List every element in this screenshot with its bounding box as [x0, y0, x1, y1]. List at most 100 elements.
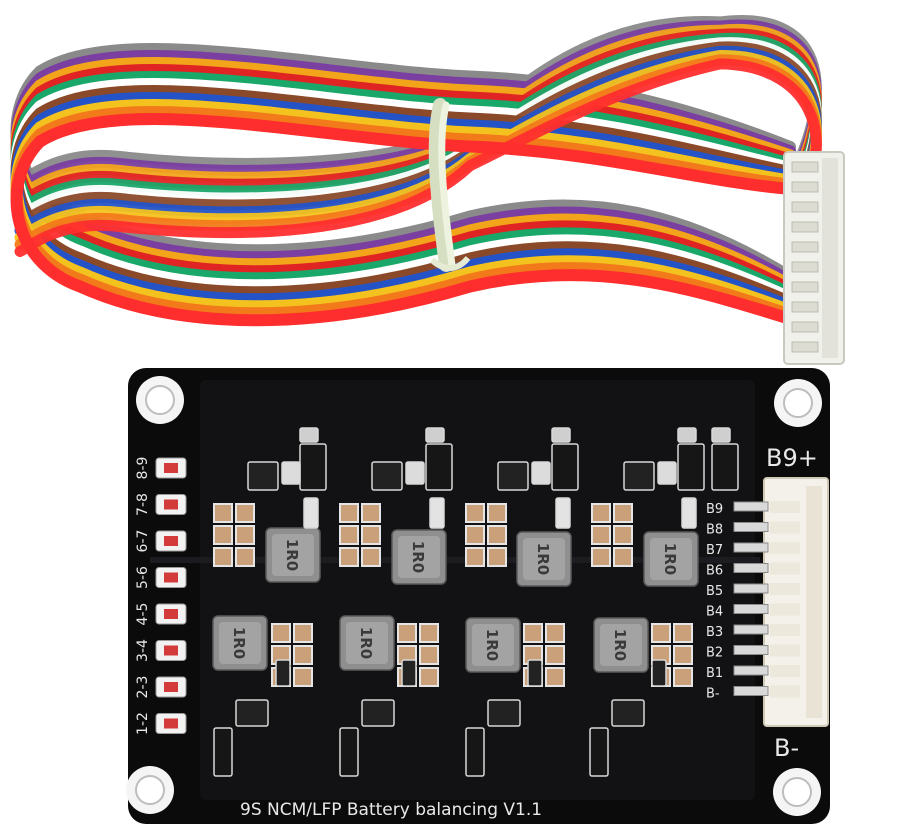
smd-capacitor	[419, 623, 439, 643]
connector-pin	[733, 501, 769, 512]
connector-slot	[770, 521, 800, 534]
smd-component	[281, 461, 301, 485]
connector-slot	[791, 321, 819, 333]
connector-slot	[770, 665, 800, 677]
smd-capacitor	[591, 547, 611, 567]
smd-capacitor	[523, 623, 543, 643]
board-bottom-label: B-	[774, 734, 799, 762]
connector-slot	[791, 261, 819, 273]
smd-capacitor	[487, 503, 507, 523]
pin-label: B5	[706, 584, 723, 599]
smd-capacitor	[271, 623, 291, 643]
smd-capacitor	[487, 525, 507, 545]
connector-slot	[770, 685, 800, 698]
smd-component	[425, 427, 445, 443]
smd-capacitor	[213, 547, 233, 567]
inductor-marking: 1R0	[534, 543, 552, 575]
smd-capacitor	[591, 503, 611, 523]
inductor-marking: 1R0	[661, 543, 679, 575]
smd-capacitor	[465, 547, 485, 567]
connector-slot	[791, 201, 819, 213]
pin-label: B7	[706, 543, 723, 558]
connector-slot	[791, 281, 819, 293]
pin-label: B1	[706, 666, 723, 681]
smd-component	[623, 461, 655, 491]
smd-component	[429, 497, 445, 529]
smd-capacitor	[545, 623, 565, 643]
smd-capacitor	[673, 667, 693, 687]
pin-label: B6	[706, 564, 723, 579]
pin-label: B-	[706, 687, 720, 702]
connector-slot	[770, 644, 800, 657]
inductor-marking: 1R0	[483, 629, 501, 661]
smd-component	[487, 699, 521, 727]
smd-capacitor	[591, 525, 611, 545]
inductor: 1R0	[265, 527, 321, 583]
connector-pin	[733, 563, 769, 573]
smd-capacitor	[545, 667, 565, 687]
inductor: 1R0	[212, 615, 268, 671]
wire	[10, 113, 796, 327]
board-top-label: B9+	[766, 444, 818, 472]
connector-slot	[770, 603, 800, 616]
board-title: 9S NCM/LFP Battery balancing V1.1	[240, 800, 542, 820]
connector-slot	[791, 221, 819, 233]
connector-slot	[770, 562, 800, 575]
smd-component	[465, 727, 485, 777]
smd-component	[247, 461, 279, 491]
status-led	[155, 457, 187, 479]
pin-label: B4	[706, 605, 723, 620]
mounting-hole	[773, 768, 821, 816]
smd-capacitor	[293, 667, 313, 687]
connector-slot	[791, 301, 819, 313]
smd-component	[677, 427, 697, 443]
mounting-hole	[126, 766, 174, 814]
status-led	[155, 713, 187, 734]
led-label: 2-3	[135, 676, 151, 699]
smd-capacitor	[465, 525, 485, 545]
smd-capacitor	[673, 623, 693, 643]
smd-capacitor	[361, 503, 381, 523]
status-led	[155, 567, 187, 588]
connector-slot	[791, 161, 819, 173]
led-label: 4-5	[135, 603, 151, 626]
smd-component	[299, 427, 319, 443]
smd-capacitor	[213, 503, 233, 523]
led-label: 1-2	[135, 712, 151, 735]
harness-connector	[783, 151, 845, 365]
pin-label: B2	[706, 646, 723, 661]
inductor-marking: 1R0	[611, 629, 629, 661]
connector-pin	[733, 624, 769, 635]
smd-component	[651, 659, 667, 687]
smd-capacitor	[651, 623, 671, 643]
smd-capacitor	[213, 525, 233, 545]
pin-label: B9	[706, 502, 723, 517]
smd-capacitor	[419, 645, 439, 665]
connector-pin	[733, 645, 769, 655]
smd-capacitor	[613, 547, 633, 567]
smd-capacitor	[397, 623, 417, 643]
inductor: 1R0	[516, 531, 572, 587]
connector-slot	[770, 501, 800, 513]
cable-tie	[428, 98, 471, 272]
smd-component	[425, 443, 453, 491]
inductor: 1R0	[465, 617, 521, 673]
connector-pin	[733, 686, 769, 696]
smd-component	[405, 461, 425, 485]
smd-component	[681, 497, 697, 529]
smd-component	[657, 461, 677, 485]
smd-capacitor	[545, 645, 565, 665]
smd-component	[551, 443, 579, 491]
inductor-marking: 1R0	[230, 627, 248, 659]
mounting-hole	[774, 379, 822, 427]
smd-component	[677, 443, 705, 491]
smd-capacitor	[235, 525, 255, 545]
smd-component	[361, 699, 395, 727]
smd-capacitor	[613, 503, 633, 523]
led-label: 7-8	[135, 493, 151, 516]
connector-slot	[791, 341, 819, 353]
led-label: 3-4	[135, 639, 151, 662]
smd-capacitor	[235, 547, 255, 567]
